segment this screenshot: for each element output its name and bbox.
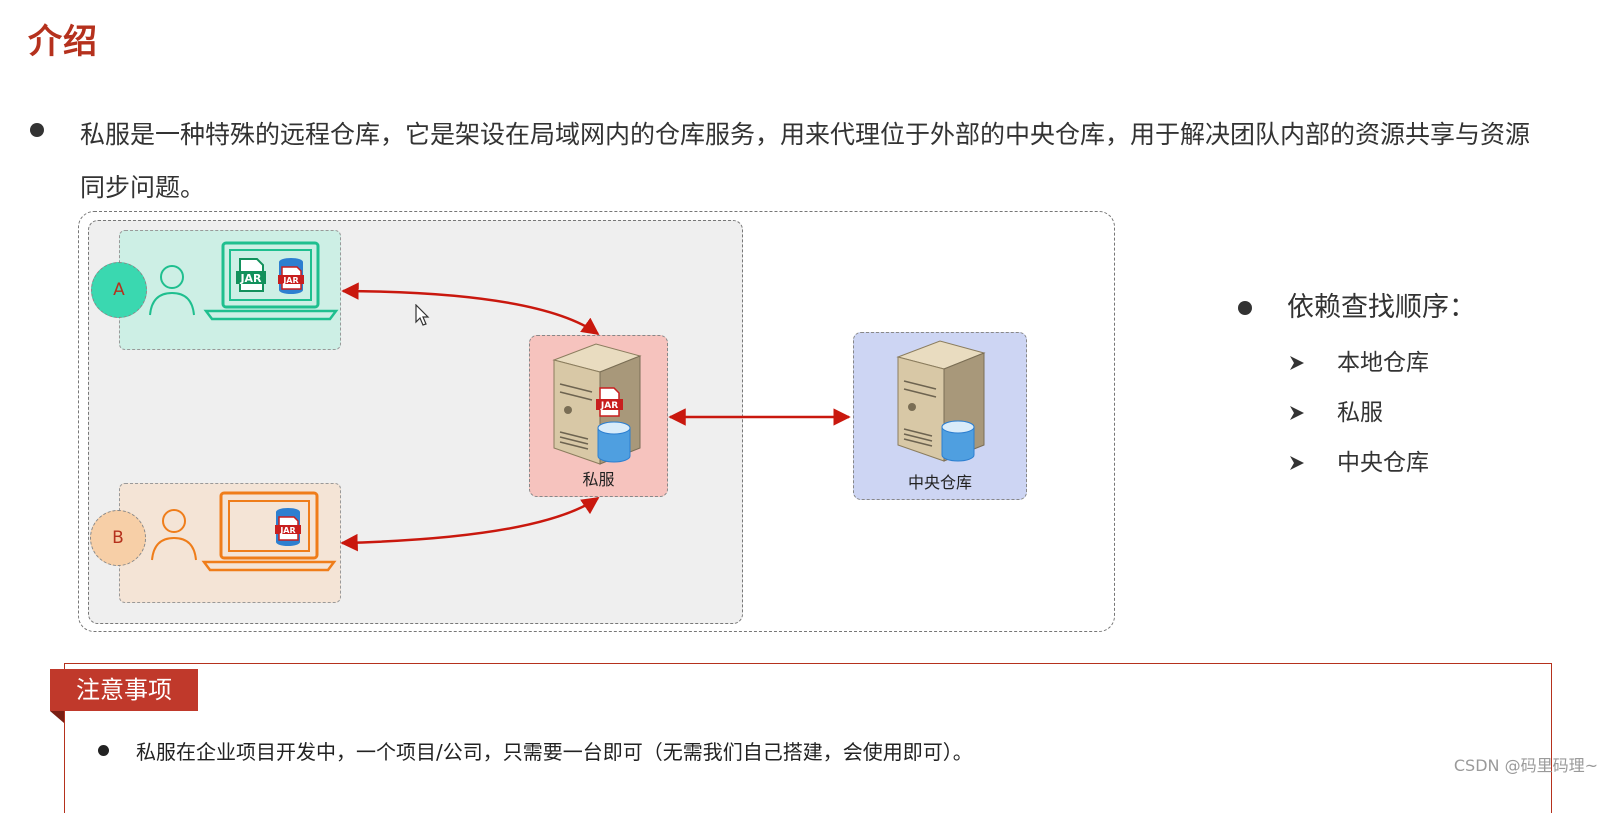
- page-title: 介绍: [28, 22, 98, 62]
- notice-tag-fold: [50, 711, 64, 723]
- laptop-b-icon: [201, 491, 337, 572]
- notice-text: 私服在企业项目开发中，一个项目/公司，只需要一台即可（无需我们自己搭建，会使用即…: [136, 740, 973, 764]
- client-b-illustration: JAR: [151, 491, 337, 572]
- client-a-illustration: JAR JAR: [149, 241, 339, 321]
- svg-text:JAR: JAR: [282, 276, 298, 285]
- central-repo-box: 中央仓库: [853, 332, 1027, 500]
- notice-item: 私服在企业项目开发中，一个项目/公司，只需要一台即可（无需我们自己搭建，会使用即…: [98, 736, 973, 765]
- intro-text: 私服是一种特殊的远程仓库，它是架设在局域网内的仓库服务，用来代理位于外部的中央仓…: [80, 120, 1531, 202]
- mouse-cursor-icon: [415, 304, 430, 326]
- svg-text:JAR: JAR: [600, 401, 618, 411]
- arrowhead-bullet-icon: [1290, 406, 1304, 420]
- watermark: CSDN @码里码理~: [1453, 756, 1598, 775]
- lookup-order-item: 中央仓库: [1236, 438, 1476, 488]
- lookup-order-item: 私服: [1236, 388, 1476, 438]
- notice-tag: 注意事项: [50, 669, 198, 711]
- server-tower-icon: JAR: [552, 343, 642, 465]
- private-server-label: 私服: [582, 470, 615, 489]
- bullet-dot: [30, 123, 44, 137]
- jar-file-icon: JAR: [596, 387, 623, 417]
- private-server-box: JAR 私服: [529, 335, 668, 497]
- server-tower-icon: [896, 340, 986, 462]
- jar-database-icon: JAR: [278, 258, 304, 294]
- bullet-dot: [1238, 301, 1252, 315]
- lookup-order-heading: 依赖查找顺序：: [1236, 288, 1476, 328]
- database-icon: [941, 420, 975, 462]
- lookup-order-item: 本地仓库: [1236, 338, 1476, 388]
- jar-database-icon: JAR: [275, 508, 301, 546]
- user-a-icon: [149, 265, 195, 316]
- client-a-box: JAR JAR: [119, 230, 341, 350]
- lookup-order-item-text: 中央仓库: [1337, 450, 1429, 476]
- arrowhead-bullet-icon: [1290, 456, 1304, 470]
- lookup-order-list: 依赖查找顺序： 本地仓库 私服 中央仓库: [1236, 288, 1476, 488]
- lookup-order-item-text: 本地仓库: [1337, 350, 1429, 376]
- database-icon: [597, 421, 631, 463]
- svg-text:JAR: JAR: [239, 272, 262, 285]
- bullet-dot: [98, 745, 109, 756]
- lookup-order-heading-text: 依赖查找顺序：: [1287, 292, 1476, 323]
- client-a-badge: A: [91, 262, 147, 318]
- notice-frame: [64, 663, 1552, 813]
- central-repo-label: 中央仓库: [907, 473, 972, 492]
- laptop-a-icon: [203, 241, 339, 321]
- intro-bullet: 私服是一种特殊的远程仓库，它是架设在局域网内的仓库服务，用来代理位于外部的中央仓…: [30, 108, 1570, 214]
- arrow-client-b-private: [340, 496, 600, 552]
- client-b-badge: B: [90, 510, 146, 566]
- arrowhead-bullet-icon: [1290, 356, 1304, 370]
- diagram-outer-frame: [78, 211, 1115, 632]
- lookup-order-item-text: 私服: [1337, 400, 1383, 426]
- jar-file-icon: JAR: [236, 258, 266, 292]
- svg-text:JAR: JAR: [279, 526, 295, 535]
- user-b-icon: [151, 509, 197, 561]
- arrow-client-a-private: [341, 282, 600, 336]
